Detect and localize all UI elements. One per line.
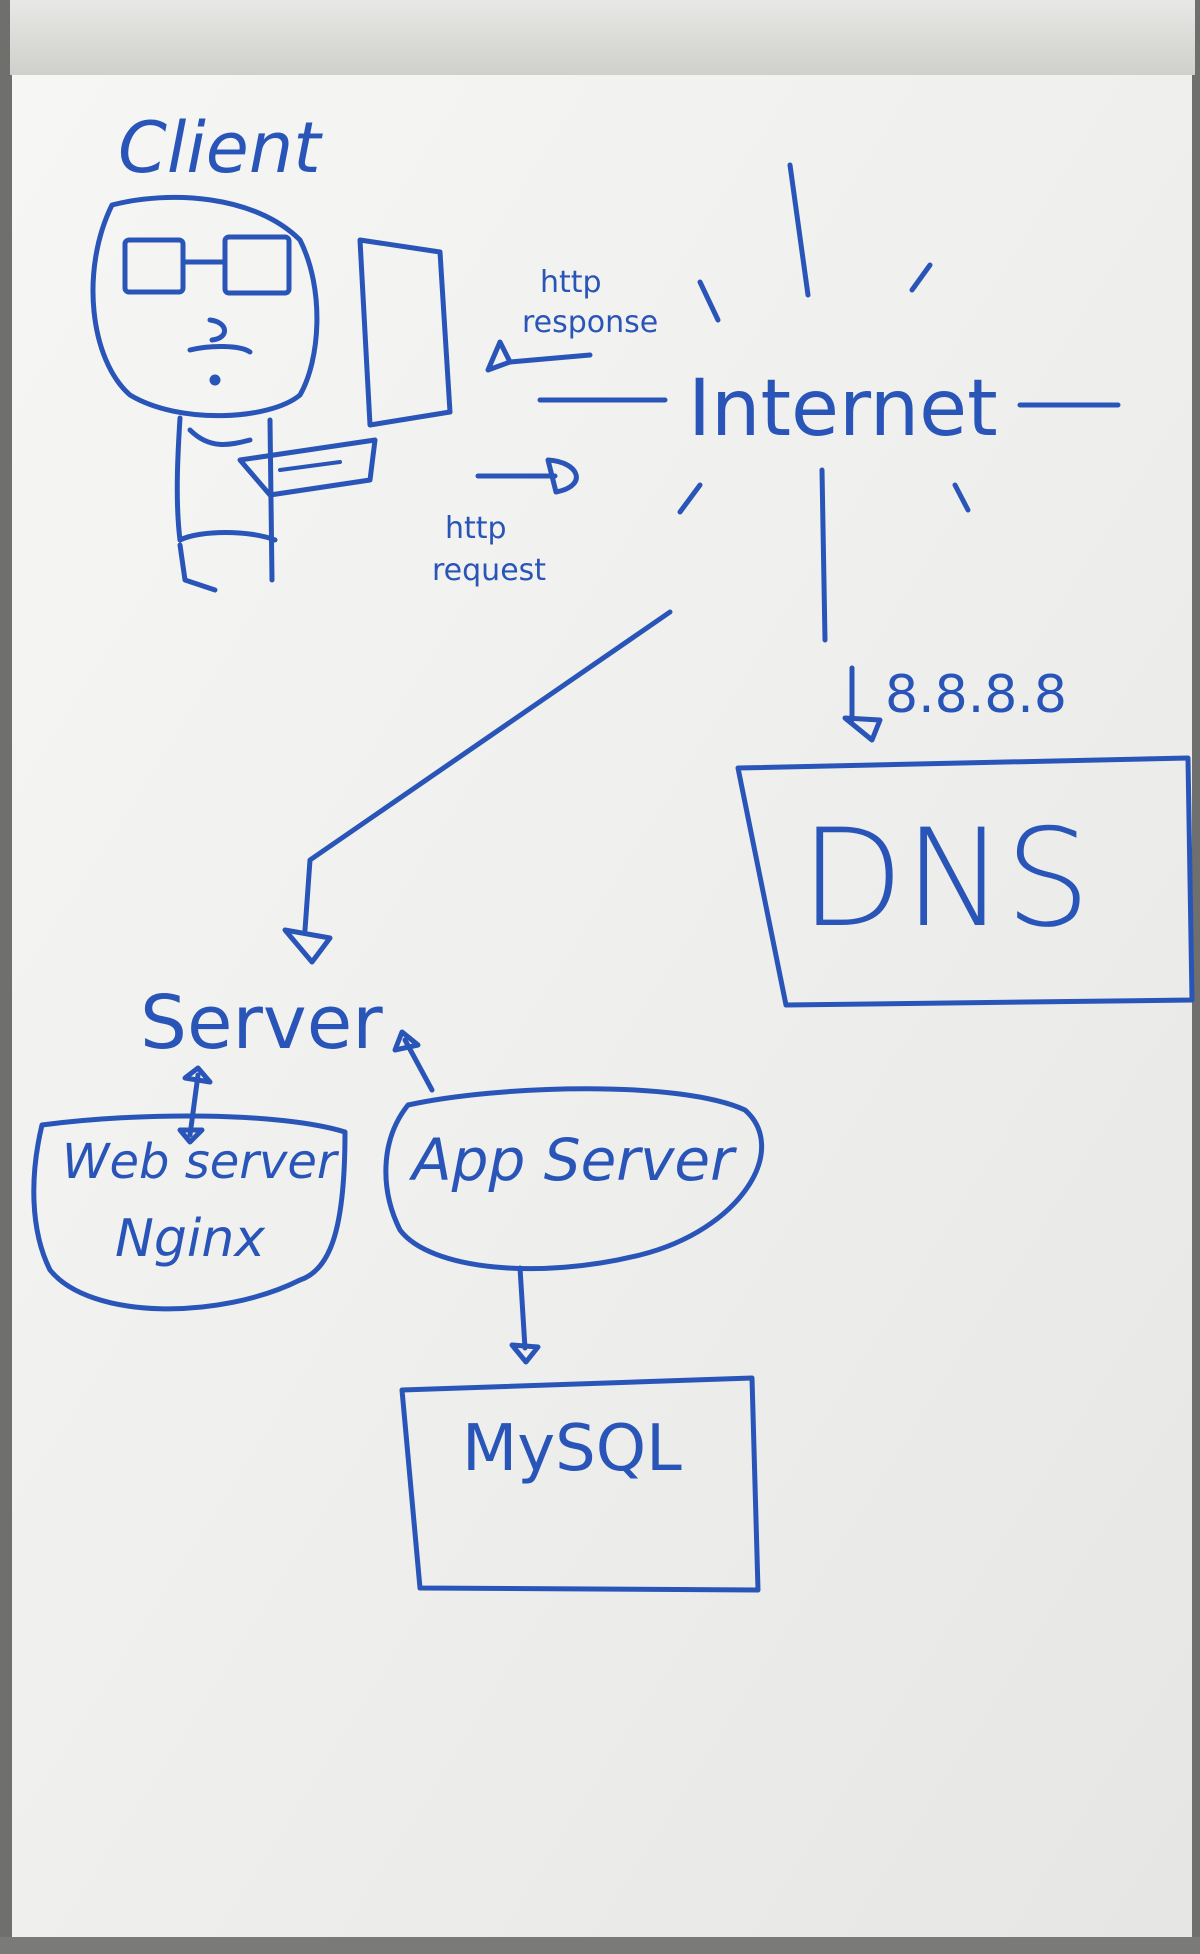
app-server-node: App Server <box>383 1086 765 1272</box>
web-server-line2: Nginx <box>115 1209 266 1269</box>
client-figure: Client <box>90 107 453 593</box>
http-response-line2: response <box>522 305 658 340</box>
internet-node: Internet <box>537 162 1121 643</box>
http-response-line1: http <box>540 265 602 300</box>
top-tray <box>10 0 1195 75</box>
database-label: MySQL <box>462 1412 682 1486</box>
board-surface <box>12 75 1192 1937</box>
http-request-line1: http <box>445 511 507 546</box>
web-server-line1: Web server <box>62 1134 340 1190</box>
http-request-line2: request <box>432 553 546 588</box>
http-request: http request <box>432 457 579 588</box>
dns-ip-label: 8.8.8.8 <box>885 665 1067 725</box>
dns-node: 8.8.8.8 DNS <box>735 665 1195 1008</box>
app-to-db-arrow <box>509 1265 541 1365</box>
internet-to-server-arrow <box>282 609 673 965</box>
app-server-label: App Server <box>408 1126 737 1194</box>
server-label: Server <box>140 980 383 1066</box>
http-response: http response <box>485 265 658 373</box>
database-node: MySQL <box>399 1375 761 1593</box>
dns-label: DNS <box>800 800 1091 957</box>
client-label: Client <box>118 107 323 189</box>
internet-label: Internet <box>688 364 998 454</box>
web-server-node: Web server Nginx <box>31 1113 348 1312</box>
server-node: Server <box>140 980 435 1145</box>
